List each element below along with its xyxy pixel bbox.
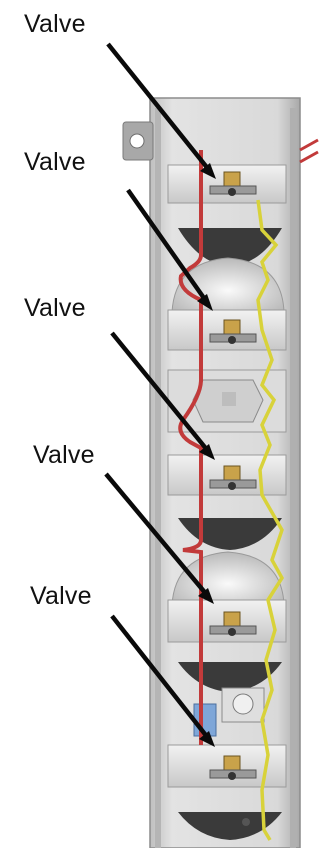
valve-label-1: Valve [24, 10, 86, 39]
valve-label-2: Valve [24, 148, 86, 177]
valve-label-3: Valve [24, 294, 86, 323]
valve-label-5: Valve [30, 582, 92, 611]
valve-label-4: Valve [33, 441, 95, 470]
